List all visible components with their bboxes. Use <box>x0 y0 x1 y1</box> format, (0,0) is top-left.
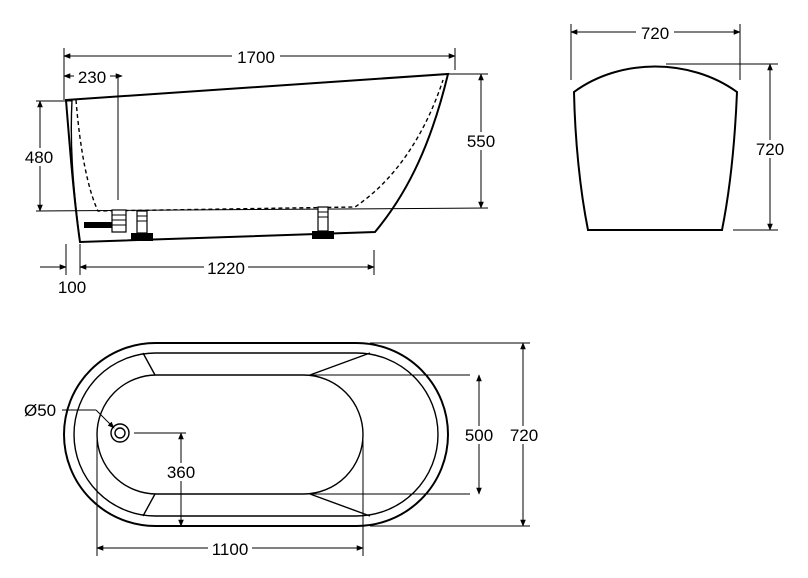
top-view-backrest-panel <box>310 374 470 495</box>
side-view-bottom-ref <box>35 207 489 212</box>
dim-top-720-label: 720 <box>510 426 538 445</box>
dim-480-label: 480 <box>25 148 53 167</box>
dim-100-label: 100 <box>58 278 86 297</box>
side-view: 1700 230 480 550 100 1220 <box>20 48 501 297</box>
side-view-right-foot <box>312 206 334 239</box>
side-view-drain-assembly <box>84 209 127 233</box>
side-view-rim-inner <box>70 99 81 243</box>
dim-230-label: 230 <box>78 68 106 87</box>
side-view-inner-basin-dashed <box>75 79 444 212</box>
dim-500-label: 500 <box>465 426 493 445</box>
dim-1100-label: 1100 <box>212 540 249 559</box>
top-view-backrest-bottom <box>142 493 371 517</box>
side-view-left-foot <box>131 210 153 241</box>
dim-1700-label: 1700 <box>237 48 275 67</box>
dim-end-720-width-label: 720 <box>641 24 669 43</box>
side-view-tub-outline <box>64 72 450 244</box>
end-view: 720 720 <box>570 24 789 231</box>
top-view-outer-rim <box>63 342 449 527</box>
end-view-tub-outline <box>572 65 739 231</box>
top-view-basin <box>96 374 364 495</box>
top-view-backrest-top <box>142 352 371 376</box>
top-view-drain-inner <box>114 427 126 439</box>
dim-diameter-label: Ø50 <box>24 401 56 420</box>
top-view: Ø50 360 500 720 1100 <box>24 342 544 559</box>
dim-end-720-height-label: 720 <box>756 140 784 159</box>
dim-1220-label: 1220 <box>207 259 245 278</box>
dim-diameter-leader-arrow <box>95 409 115 429</box>
dim-550-label: 550 <box>467 132 495 151</box>
dim-360-label: 360 <box>167 463 195 482</box>
top-view-inner-rim <box>73 352 439 517</box>
